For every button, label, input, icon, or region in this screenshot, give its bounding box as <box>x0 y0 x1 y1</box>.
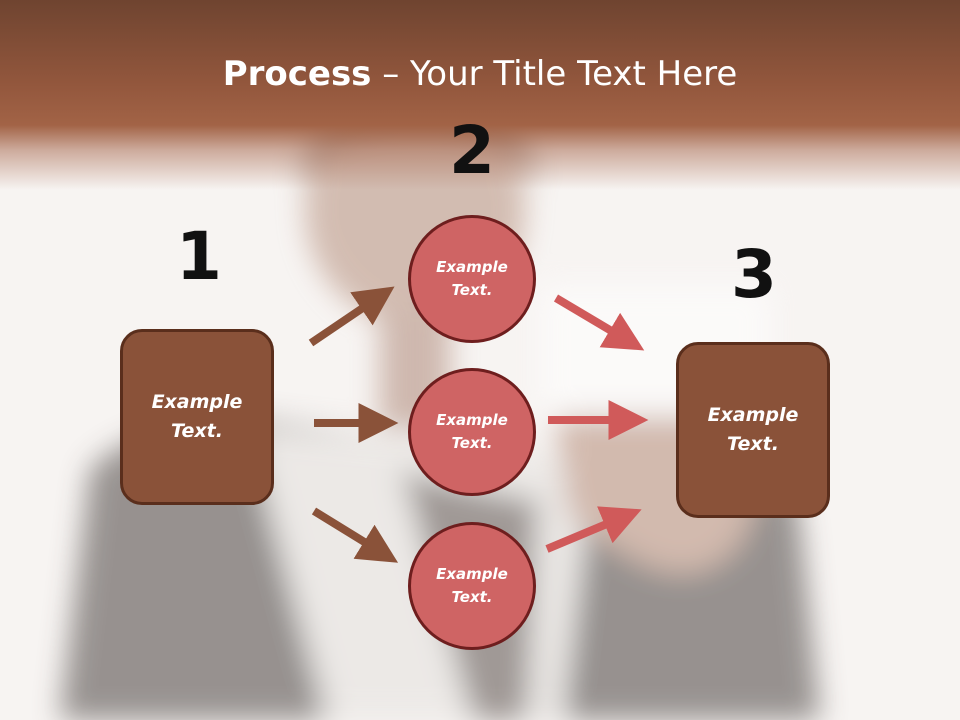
step-1-text: Example Text. <box>151 391 243 442</box>
step-2-number: 2 <box>449 112 495 189</box>
arrow-bottom-to-3 <box>545 506 642 553</box>
circle-bottom-text: Example Text. <box>436 565 508 606</box>
header-band <box>0 0 960 190</box>
circle-top-text: Example Text. <box>436 258 508 299</box>
title-rest: – Your Title Text Here <box>371 54 738 94</box>
step-1-number: 1 <box>176 218 222 295</box>
step-1-box: Example Text. <box>120 329 274 505</box>
slide-title: Process – Your Title Text Here <box>0 50 960 98</box>
step-2-circle-bottom: Example Text. <box>408 522 536 650</box>
step-2-circle-top: Example Text. <box>408 215 536 343</box>
step-3-box: Example Text. <box>676 342 830 518</box>
arrow-1-to-bottom <box>311 507 399 563</box>
arrow-top-to-3 <box>553 294 645 351</box>
step-3-number: 3 <box>731 236 777 313</box>
arrow-1-to-top <box>308 286 395 347</box>
circle-middle-text: Example Text. <box>436 411 508 452</box>
step-2-circle-middle: Example Text. <box>408 368 536 496</box>
step-3-text: Example Text. <box>707 404 799 455</box>
title-bold: Process <box>222 54 372 94</box>
